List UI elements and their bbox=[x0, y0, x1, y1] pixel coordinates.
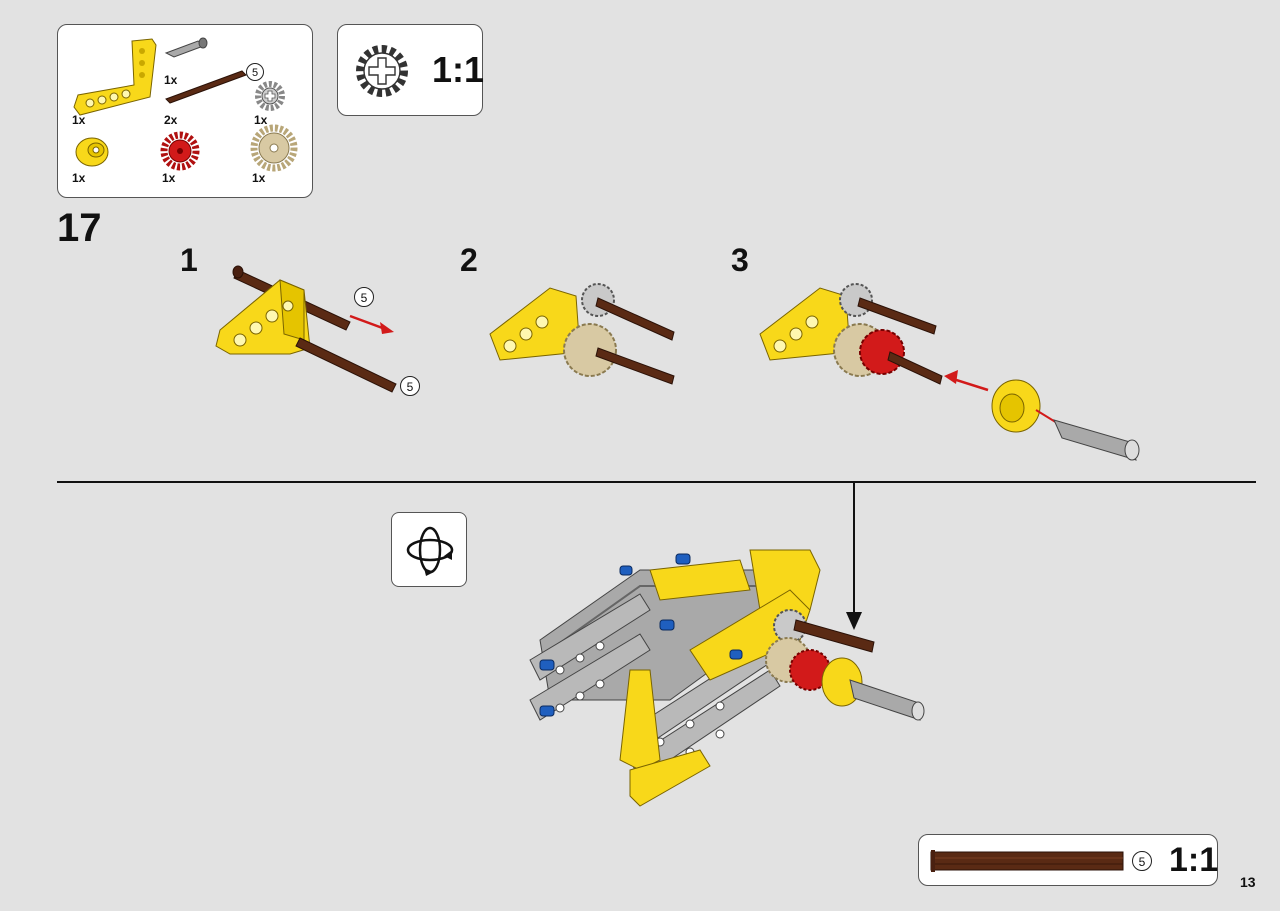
red-gear-part bbox=[160, 131, 200, 171]
step-number: 17 bbox=[57, 206, 102, 250]
qty-connector: 1x bbox=[164, 73, 178, 87]
parts-list-box: 1x 1x 5 2x 1x 1x 1x 1x bbox=[57, 24, 313, 198]
substep-3-illustration bbox=[759, 283, 1140, 461]
axle-callout-upper: 5 bbox=[354, 287, 374, 307]
substep-3-label: 3 bbox=[731, 242, 749, 278]
rotate-icon bbox=[406, 526, 454, 576]
axle-length-callout: 5 bbox=[246, 63, 264, 81]
substep-2-label: 2 bbox=[460, 242, 478, 278]
connector-line bbox=[853, 482, 855, 616]
rotate-model-box bbox=[391, 512, 467, 587]
axle-scale-box: 5 1:1 bbox=[918, 834, 1218, 886]
qty-tan-gear: 1x bbox=[252, 171, 266, 185]
axle-scale-ratio: 1:1 bbox=[1169, 841, 1219, 879]
axle-scale-icon bbox=[930, 850, 1124, 872]
tan-gear-part bbox=[250, 124, 298, 172]
substep-1-illustration bbox=[215, 265, 397, 393]
connector-arrowhead bbox=[846, 612, 862, 630]
qty-gray-gear: 1x bbox=[254, 113, 268, 127]
section-divider bbox=[57, 481, 1256, 483]
gear-scale-icon bbox=[356, 45, 408, 97]
substep-2-illustration bbox=[489, 283, 675, 385]
yellow-l-beam-part bbox=[73, 38, 157, 116]
gray-gear-part bbox=[255, 81, 285, 111]
yellow-bush-part bbox=[75, 137, 109, 167]
substep-1-label: 1 bbox=[180, 242, 198, 278]
axle-scale-length: 5 bbox=[1132, 851, 1152, 871]
qty-l-beam: 1x bbox=[72, 113, 86, 127]
brown-axle-part bbox=[165, 70, 247, 104]
gray-connector-part bbox=[164, 37, 208, 58]
qty-red-gear: 1x bbox=[162, 171, 176, 185]
qty-bush: 1x bbox=[72, 171, 86, 185]
scale-box: 1:1 bbox=[337, 24, 485, 116]
qty-axle: 2x bbox=[164, 113, 178, 127]
page-number: 13 bbox=[1240, 874, 1256, 890]
scale-ratio: 1:1 bbox=[432, 49, 485, 90]
axle-callout-lower: 5 bbox=[400, 376, 420, 396]
assembled-model-illustration bbox=[529, 549, 925, 807]
